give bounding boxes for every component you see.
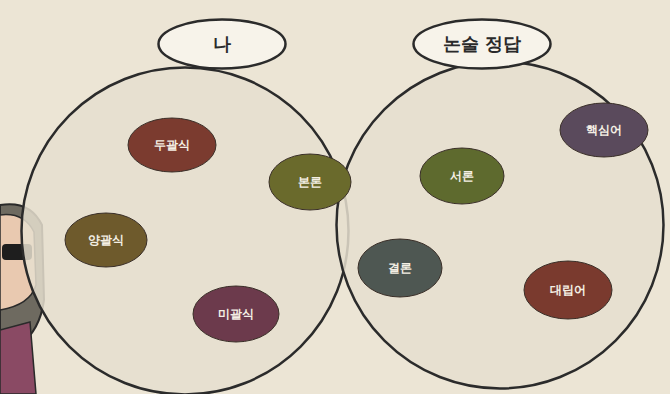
term-ellipse: 양괄식: [64, 212, 148, 268]
circle-heading: 나: [213, 32, 231, 56]
term-label: 대립어: [550, 282, 586, 299]
term-label: 양괄식: [88, 232, 124, 249]
term-ellipse: 결론: [357, 238, 443, 298]
term-ellipse: 미괄식: [192, 285, 280, 343]
term-ellipse: 핵심어: [559, 102, 649, 158]
term-label: 미괄식: [218, 306, 254, 323]
term-label: 결론: [388, 260, 412, 277]
venn-circle: 나두괄식본론양괄식미괄식: [20, 66, 350, 394]
circle-heading: 논술 정답: [443, 32, 521, 56]
heading-badge: 논술 정답: [412, 18, 552, 70]
term-ellipse: 두괄식: [127, 117, 217, 173]
term-ellipse: 서론: [419, 147, 505, 205]
term-ellipse: 대립어: [523, 260, 613, 320]
term-ellipse: 본론: [268, 153, 352, 211]
term-label: 두괄식: [154, 137, 190, 154]
term-label: 핵심어: [586, 122, 622, 139]
term-label: 본론: [298, 174, 322, 191]
heading-badge: 나: [157, 18, 287, 70]
venn-circle: 논술 정답서론핵심어결론대립어: [335, 60, 665, 390]
term-label: 서론: [450, 168, 474, 185]
